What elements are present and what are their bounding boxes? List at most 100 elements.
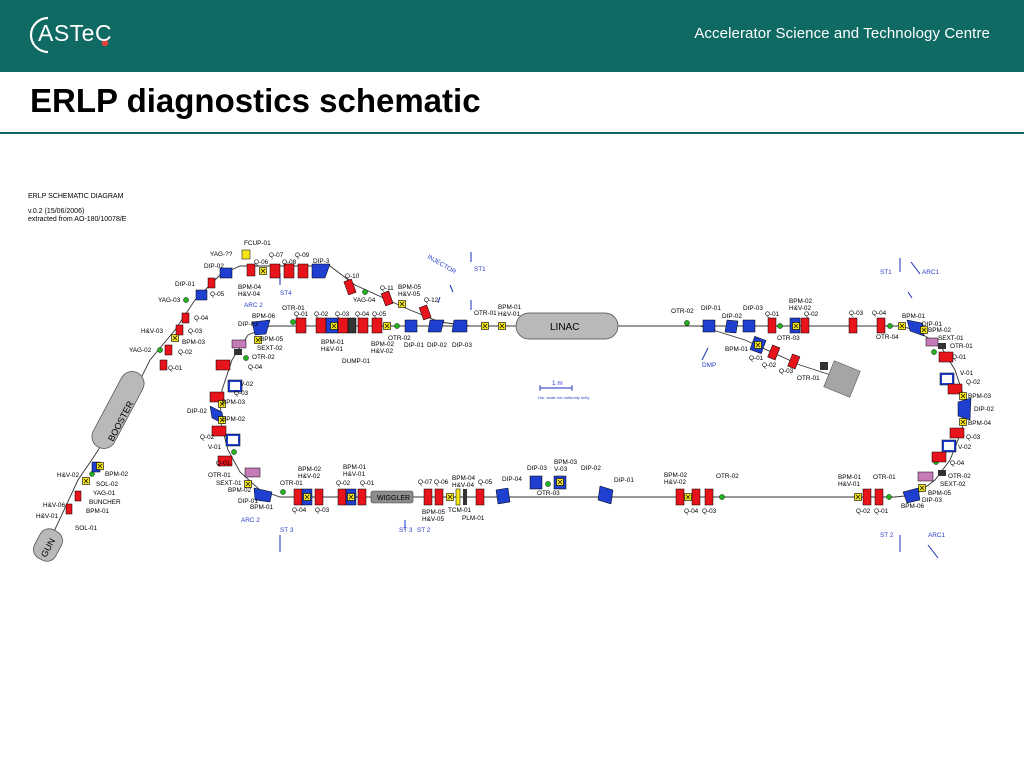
section-dividers xyxy=(279,252,939,559)
label-st2-right: ST 2 xyxy=(880,532,894,539)
label-arc2-top: ARC 2 xyxy=(244,302,263,309)
label-inj-yag: YAG-?? xyxy=(210,251,233,258)
label-inj-hv03: H&V-03 xyxy=(141,328,163,335)
label-arc2t-bpm05: BPM-05 xyxy=(260,336,284,343)
label-st2-plm01: PLM-01 xyxy=(462,515,485,522)
label-arc2t-q04: Q-04 xyxy=(248,364,263,371)
scale-bar: 1 m Hor. scale not uniformly unity xyxy=(538,380,589,400)
label-inj-bpm03: BPM-03 xyxy=(182,339,206,346)
label-dmp-otr03: OTR-03 xyxy=(777,335,800,342)
label-st2-v03: V-03 xyxy=(554,466,568,473)
label-arc2t-bpm03: BPM-03 xyxy=(222,399,246,406)
label-arc2t-q01: Q-01 xyxy=(216,460,231,467)
label-dmp-dip03: DIP-03 xyxy=(743,305,763,312)
st2-section xyxy=(423,475,921,506)
dump-section xyxy=(684,317,893,398)
label-inj-bpm04: BPM-04 xyxy=(238,284,262,291)
label-arc2t-sext01: SEXT-01 xyxy=(216,480,242,487)
label-arc1-bpm01: BPM-01 xyxy=(902,313,926,320)
label-arc1-dip03: DIP-03 xyxy=(922,497,942,504)
label-dmp-q02b: Q-02 xyxy=(762,362,777,369)
label-inj-q06: Q-06 xyxy=(254,259,269,266)
st4-section: LINAC xyxy=(290,312,619,340)
label-st2-bpm04: BPM-04 xyxy=(452,475,476,482)
arc2-section xyxy=(209,319,273,503)
label-arc1-q03: Q-03 xyxy=(966,434,981,441)
label-st4-q01: Q-01 xyxy=(294,311,309,318)
arc2-labels: BPM-06 DIP-03 BPM-05 SEXT-02 OTR-02 Q-04… xyxy=(187,313,284,511)
label-st3-bpm01: BPM-01 xyxy=(343,464,367,471)
label-inj-q03: Q-03 xyxy=(188,328,203,335)
label-arc2t-v02: V-02 xyxy=(240,381,254,388)
label-st2-hv05: H&V-05 xyxy=(422,516,444,523)
label-arc1-bottom: ARC1 xyxy=(928,532,945,539)
page-title: ERLP diagnostics schematic xyxy=(30,82,481,119)
label-arc2t-dip03: DIP-03 xyxy=(238,321,258,328)
label-gun-yag01: YAG-01 xyxy=(93,490,116,497)
label-inj-q05: Q-05 xyxy=(210,291,225,298)
label-dmp-otr01: OTR-01 xyxy=(797,375,820,382)
label-arc1-otr01: OTR-01 xyxy=(950,343,973,350)
gun-section: GUN BOOSTER xyxy=(33,371,145,562)
label-gun-bpm02: BPM-02 xyxy=(105,471,129,478)
label-st1-bpm01: BPM-01 xyxy=(498,304,522,311)
label-arc2t-q02: Q-02 xyxy=(200,434,215,441)
label-inj-hv05: H&V-05 xyxy=(398,291,420,298)
label-st1r-q04: Q-04 xyxy=(872,310,887,317)
label-st2-bpm02: BPM-02 xyxy=(664,472,688,479)
label-gun-hv06: H&V-06 xyxy=(43,502,65,509)
label-st4-q02: Q-02 xyxy=(314,311,329,318)
label-dmp-bpm02: BPM-02 xyxy=(789,298,813,305)
label-arc1-q04: Q-04 xyxy=(950,460,965,467)
label-gun-bpm01: BPM-01 xyxy=(86,508,110,515)
label-arc2t-sext02: SEXT-02 xyxy=(257,345,283,352)
label-st2-q04: Q-04 xyxy=(684,508,699,515)
label-arc2t-bpm02: BPM-02 xyxy=(222,416,246,423)
label-dmp-dip02: DIP-02 xyxy=(722,313,742,320)
label-st4-bpm02: BPM-02 xyxy=(371,341,395,348)
label-dmp-dip01: DIP-01 xyxy=(701,305,721,312)
label-st2-otr03: OTR-03 xyxy=(537,490,560,497)
label-inj-q02: Q-02 xyxy=(178,349,193,356)
label-st2-hv01: H&V-01 xyxy=(838,481,860,488)
label-inj-q10: Q-10 xyxy=(345,273,360,280)
label-st2-q07: Q-07 xyxy=(418,479,433,486)
label-arc2t-dip01: DIP-01 xyxy=(238,498,258,505)
dump-labels: OTR-02 DIP-01 DIP-02 DIP-03 Q-01 BPM-02 … xyxy=(671,298,899,382)
label-st2-bpm01: BPM-01 xyxy=(838,474,862,481)
label-dmp-otr02: OTR-02 xyxy=(671,308,694,315)
label-arc1-v01: V-01 xyxy=(960,370,974,377)
st3-section: WIGGLER xyxy=(280,488,414,506)
label-st2-q05: Q-05 xyxy=(478,479,493,486)
label-inj-dip01: DIP-01 xyxy=(175,281,195,288)
st3-labels: OTR-01 Q-04 Q-03 BPM-02 H&V-02 BPM-01 H&… xyxy=(280,464,375,514)
label-arc1-bpm06: BPM-06 xyxy=(901,503,925,510)
label-arc1-q01: Q-01 xyxy=(952,354,967,361)
diagram-version: v.0.2 (15/06/2006) xyxy=(28,208,85,215)
logo-text: ASTeC xyxy=(38,20,113,46)
label-arc2t-bpm01: BPM-01 xyxy=(250,504,274,511)
injector-section xyxy=(157,249,432,371)
label-st4-dump: DUMP-01 xyxy=(342,358,370,365)
label-arc1-dip01: DIP-01 xyxy=(922,321,942,328)
wiggler-label: WIGGLER xyxy=(377,495,410,502)
label-st1-right: ST1 xyxy=(880,269,892,276)
label-inj-q11: Q-11 xyxy=(380,285,394,292)
label-st2-q01: Q-01 xyxy=(874,508,889,515)
label-st2-dip01: DIP-01 xyxy=(614,477,634,484)
label-st3-q04: Q-04 xyxy=(292,507,307,514)
label-arc1-v02: V-02 xyxy=(958,444,972,451)
diagram-source: extracted from AO-180/10078/E xyxy=(28,216,127,223)
label-st4-q03: Q-03 xyxy=(335,311,350,318)
label-st2-bpm05: BPM-05 xyxy=(422,509,446,516)
label-st3-q01: Q-01 xyxy=(360,480,375,487)
label-arc2t-v01: V-01 xyxy=(208,444,222,451)
label-dmp: DMP xyxy=(702,362,716,369)
label-arc1-sext01: SEXT-01 xyxy=(938,335,964,342)
label-arc1-bpm02: BPM-02 xyxy=(928,327,952,334)
label-st4-dip02: DIP-02 xyxy=(427,342,447,349)
label-st4-hv01: H&V-01 xyxy=(321,346,343,353)
label-st3-mid: ST 3 xyxy=(399,527,413,534)
label-st2-hv04: H&V-04 xyxy=(452,482,474,489)
